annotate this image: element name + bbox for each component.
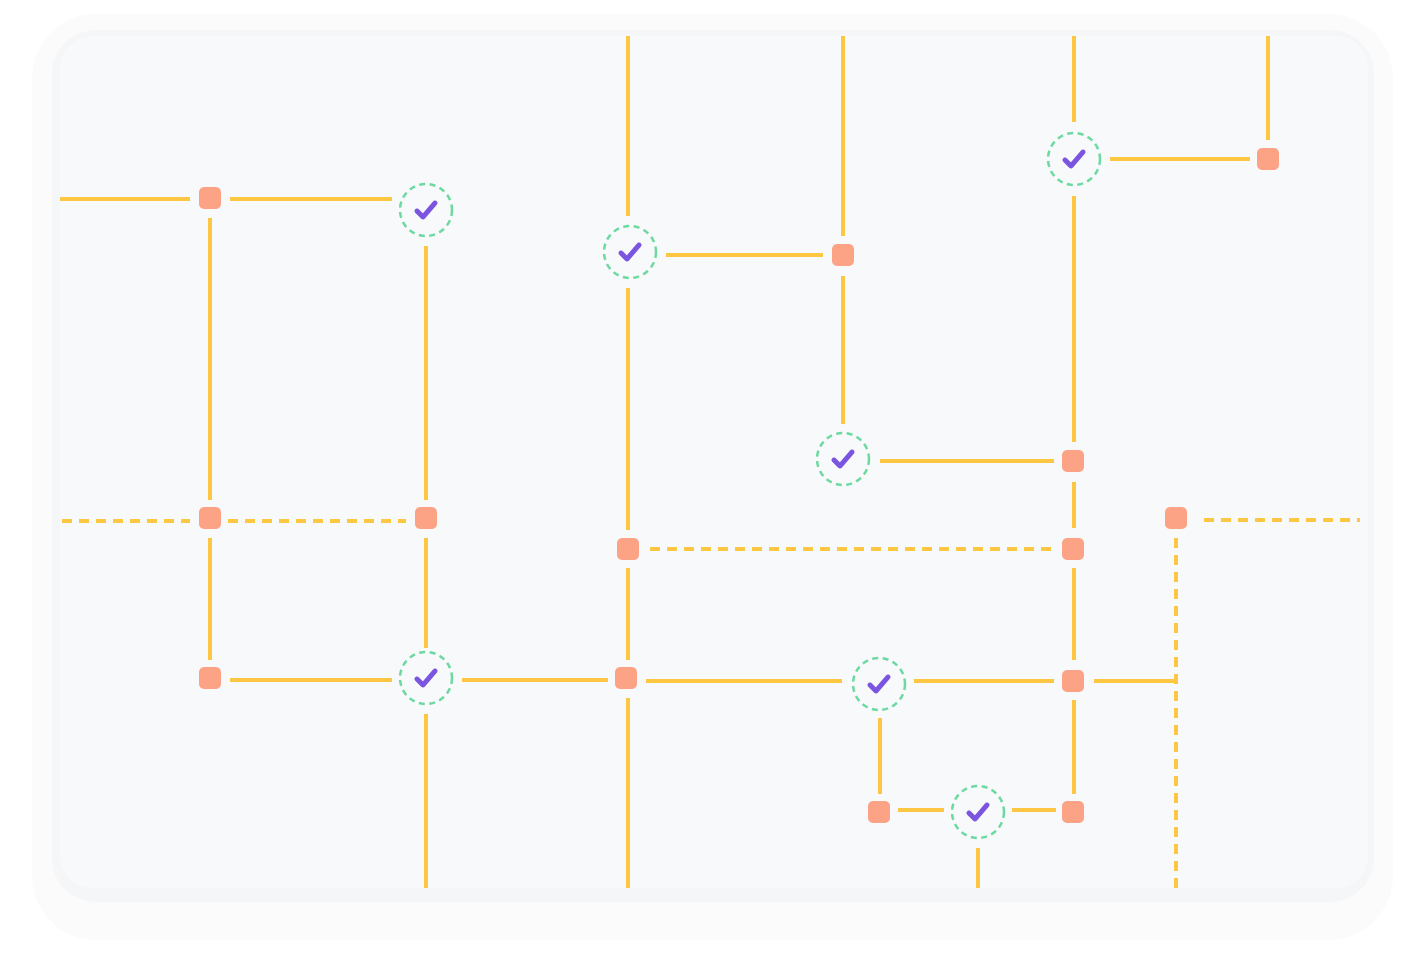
edge-layer [60, 36, 1360, 888]
node-square [832, 244, 854, 266]
node-square [1062, 450, 1084, 472]
node-square [1062, 670, 1084, 692]
node-square [199, 667, 221, 689]
node-square [199, 187, 221, 209]
checkpoint [815, 431, 871, 487]
checkpoint-ring [815, 431, 871, 487]
checkpoint-ring [1046, 131, 1102, 187]
node-square [1062, 538, 1084, 560]
checkpoint-layer [398, 131, 1102, 840]
checkpoint [602, 224, 658, 280]
check-icon [414, 200, 438, 220]
node-square [1165, 507, 1187, 529]
checkpoint-ring [398, 182, 454, 238]
node-square [199, 507, 221, 529]
check-icon [831, 449, 855, 469]
checkpoint [851, 656, 907, 712]
node-layer [199, 148, 1279, 823]
node-square [1257, 148, 1279, 170]
checkpoint [1046, 131, 1102, 187]
checkpoint-ring [851, 656, 907, 712]
node-square [868, 801, 890, 823]
checkpoint-ring [950, 784, 1006, 840]
node-square [615, 667, 637, 689]
node-square [415, 507, 437, 529]
node-square [1062, 801, 1084, 823]
check-icon [966, 802, 990, 822]
checkpoint-ring [602, 224, 658, 280]
check-icon [1062, 149, 1086, 169]
node-square [617, 538, 639, 560]
checkpoint [398, 650, 454, 706]
checkpoint [950, 784, 1006, 840]
diagram-canvas [60, 36, 1368, 888]
checkpoint-ring [398, 650, 454, 706]
check-icon [867, 674, 891, 694]
check-icon [414, 668, 438, 688]
checkpoint [398, 182, 454, 238]
check-icon [618, 242, 642, 262]
